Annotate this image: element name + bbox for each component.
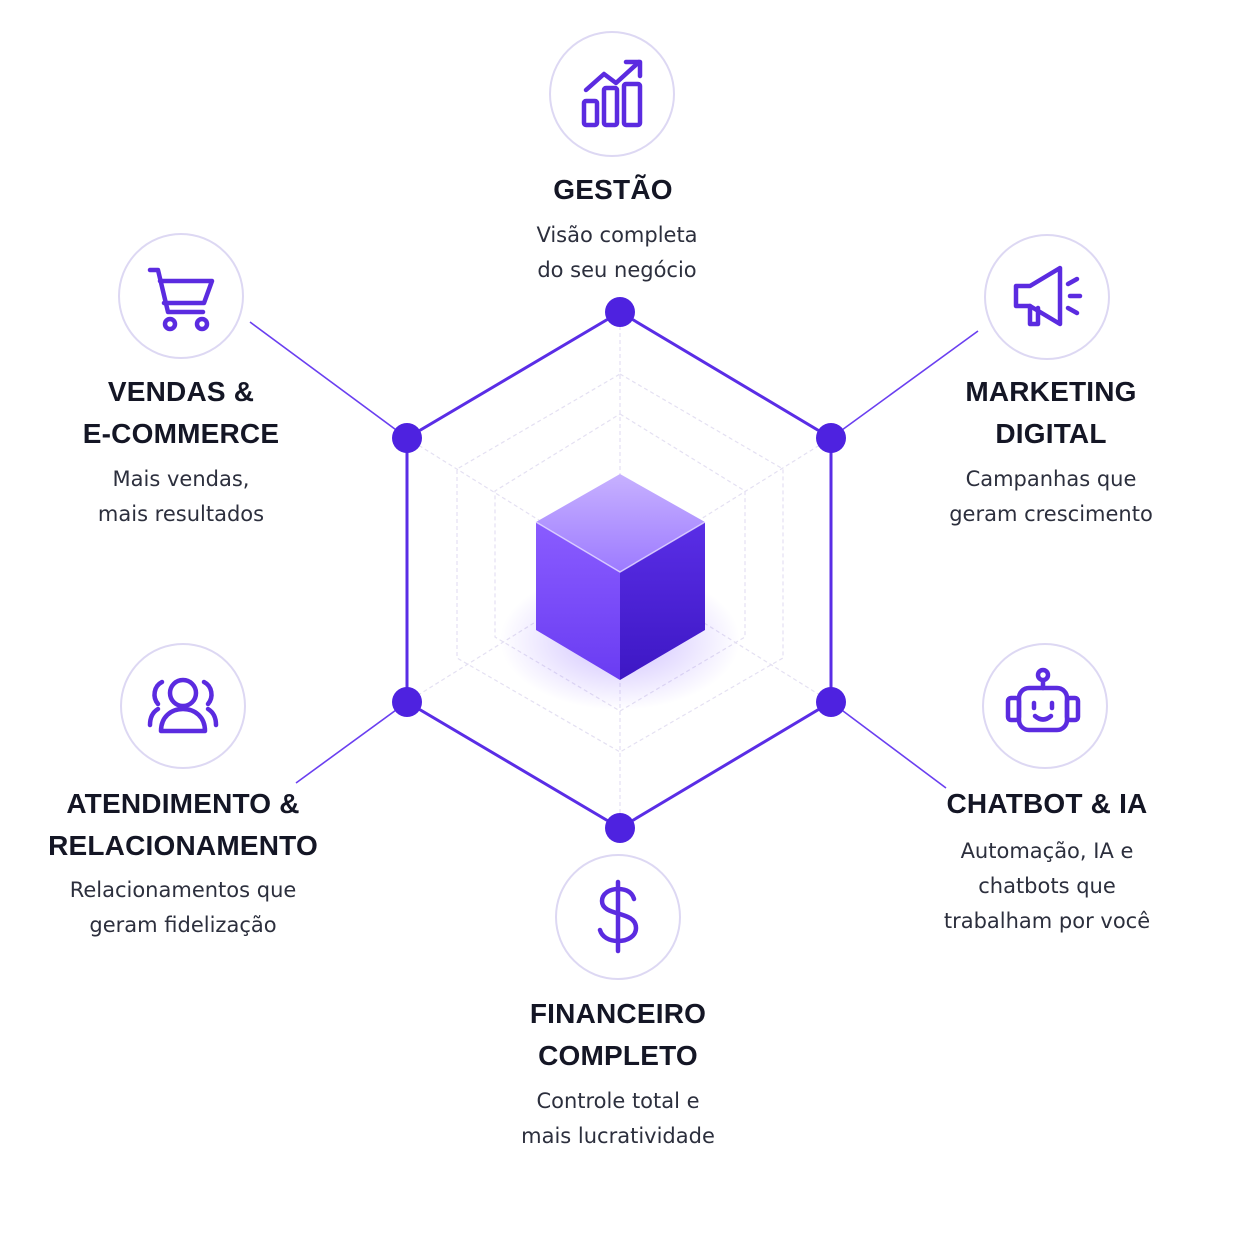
title-line: GESTÃO [553, 174, 673, 205]
node-description: Campanhas que geram crescimento [949, 462, 1153, 532]
vertex-dot-chatbot [816, 687, 846, 717]
shopping-cart-icon [147, 267, 215, 332]
dollar-sign-icon [597, 879, 639, 954]
title-line: RELACIONAMENTO [48, 830, 318, 861]
desc-line: Campanhas que [965, 467, 1137, 491]
desc-line: mais resultados [97, 502, 265, 526]
connector-marketing [830, 330, 979, 439]
title-line: CHATBOT & IA [946, 788, 1148, 819]
center-cube [500, 474, 740, 710]
desc-line: geram fidelização [89, 913, 277, 937]
node-title: ATENDIMENTO & RELACIONAMENTO [48, 783, 318, 867]
title-line: FINANCEIRO [529, 998, 707, 1029]
connector-vendas [249, 321, 408, 439]
node-title: MARKETING DIGITAL [965, 371, 1136, 455]
cube-right-face [620, 522, 705, 680]
desc-line: trabalham por você [943, 909, 1151, 933]
cube-edge-highlight [535, 521, 706, 573]
bar-chart-growth-icon [581, 59, 643, 128]
connector-atendimento [295, 701, 408, 784]
icon-chatbot [982, 643, 1108, 769]
desc-line: Controle total e [536, 1089, 700, 1113]
desc-line: Mais vendas, [112, 467, 250, 491]
grid-spoke [406, 437, 832, 703]
vertex-dots [392, 297, 846, 843]
title-line: VENDAS & [107, 376, 255, 407]
desc-line: mais lucratividade [521, 1124, 715, 1148]
vertex-dot-atendimento [392, 687, 422, 717]
node-description: Visão completa do seu negócio [536, 218, 697, 288]
node-description: Mais vendas, mais resultados [98, 462, 264, 532]
users-icon [147, 677, 219, 734]
desc-line: geram crescimento [949, 502, 1153, 526]
node-description: Controle total e mais lucratividade [521, 1084, 715, 1154]
grid-hexagon-2 [494, 413, 746, 712]
desc-line: do seu negócio [537, 258, 697, 282]
icon-financeiro [555, 854, 681, 980]
desc-line: chatbots que [978, 874, 1116, 898]
icon-gestao [549, 31, 675, 157]
connector-chatbot [830, 701, 947, 789]
cube-top-face [536, 474, 705, 572]
node-title: FINANCEIRO COMPLETO [530, 993, 706, 1077]
inner-grid [406, 312, 832, 828]
title-line: COMPLETO [538, 1040, 698, 1071]
grid-spoke [406, 437, 832, 703]
title-line: MARKETING [965, 376, 1137, 407]
robot-icon [1005, 667, 1081, 733]
node-description: Automação, IA e chatbots que trabalham p… [944, 834, 1150, 939]
node-title: CHATBOT & IA [947, 783, 1148, 825]
vertex-dot-marketing [816, 423, 846, 453]
icon-vendas [118, 233, 244, 359]
vertex-dot-vendas [392, 423, 422, 453]
title-line: ATENDIMENTO & [66, 788, 300, 819]
icon-marketing [984, 234, 1110, 360]
vertex-dot-financeiro [605, 813, 635, 843]
cube-left-face [536, 522, 620, 680]
icon-atendimento [120, 643, 246, 769]
node-title: VENDAS & E-COMMERCE [83, 371, 279, 455]
title-line: E-COMMERCE [82, 418, 280, 449]
desc-line: Relacionamentos que [69, 878, 297, 902]
title-line: DIGITAL [995, 418, 1107, 449]
megaphone-icon [1013, 265, 1083, 327]
node-title: GESTÃO [553, 169, 672, 211]
vertex-dot-gestao [605, 297, 635, 327]
desc-line: Automação, IA e [960, 839, 1134, 863]
desc-line: Visão completa [536, 223, 698, 247]
connector-lines [249, 321, 979, 789]
node-description: Relacionamentos que geram fidelização [70, 873, 297, 943]
